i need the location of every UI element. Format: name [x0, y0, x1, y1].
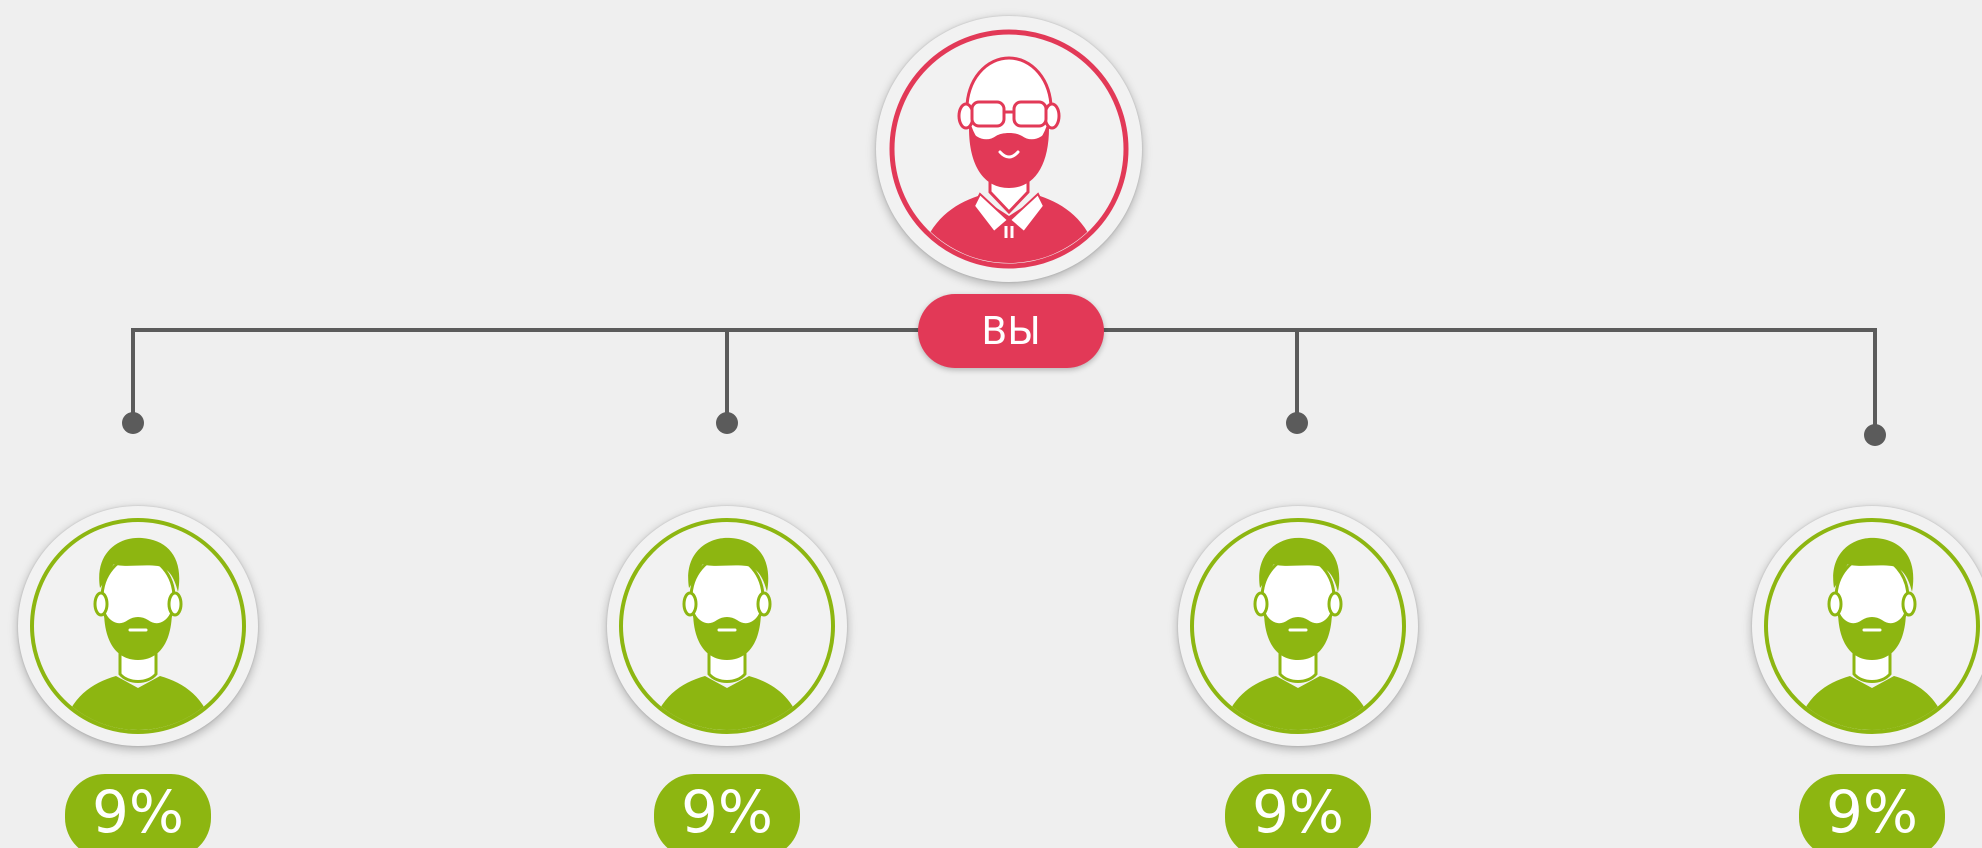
bearded-man-icon: [1190, 518, 1406, 734]
bearded-man-icon: [1764, 518, 1980, 734]
child-avatar: [607, 506, 847, 746]
child-percent-label: 9%: [654, 774, 800, 848]
child-avatar: [18, 506, 258, 746]
child-percent-label: 9%: [65, 774, 211, 848]
bearded-man-icon: [30, 518, 246, 734]
bearded-man-icon: [619, 518, 835, 734]
child-avatar: [1178, 506, 1418, 746]
child-avatar: [1752, 506, 1982, 746]
child-percent-label: 9%: [1225, 774, 1371, 848]
root-avatar: [876, 16, 1142, 282]
bearded-man-glasses-icon: [889, 29, 1129, 269]
child-percent-label: 9%: [1799, 774, 1945, 848]
root-label: ВЫ: [918, 294, 1104, 368]
